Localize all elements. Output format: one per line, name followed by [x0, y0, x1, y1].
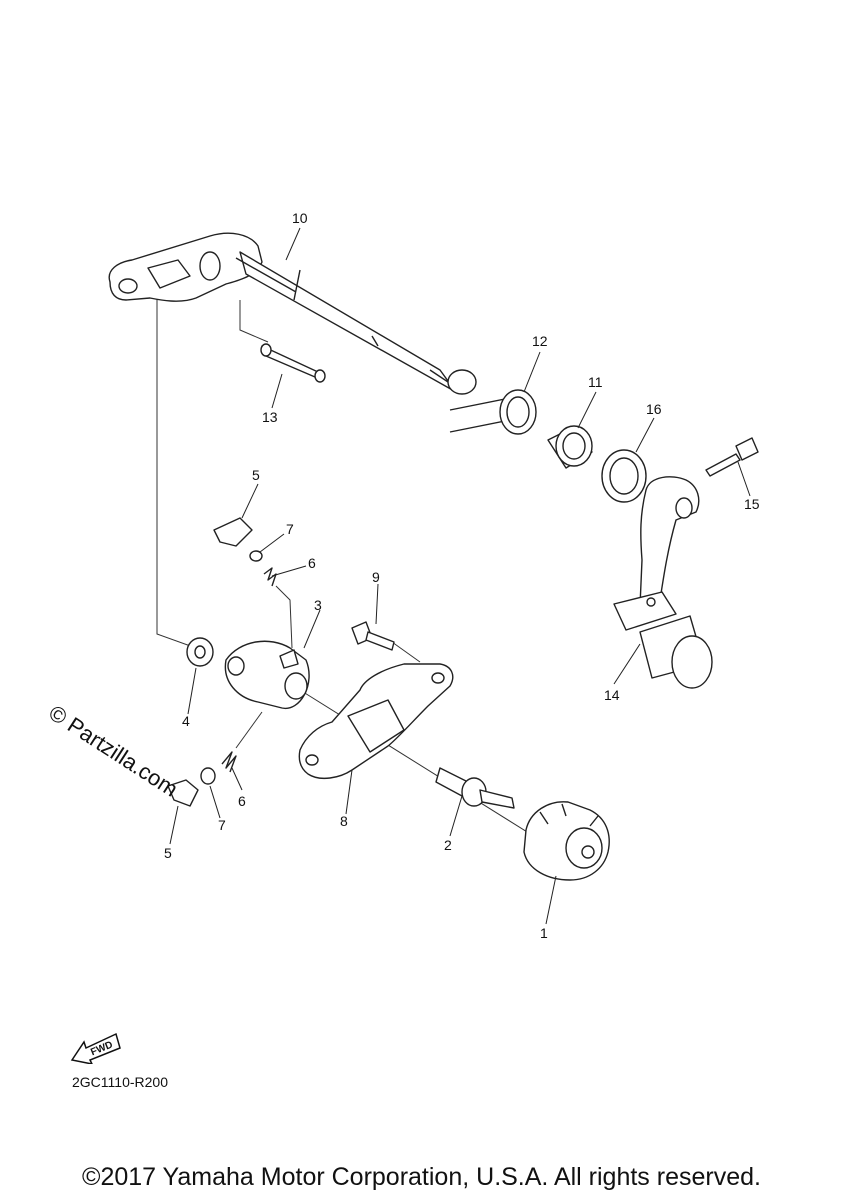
copyright-notice: ©2017 Yamaha Motor Corporation, U.S.A. A…: [82, 1163, 761, 1191]
part-4-washer: [186, 637, 214, 667]
callout-4: 4: [182, 713, 190, 729]
part-10-shift-shaft: [108, 232, 477, 395]
callout-16: 16: [646, 401, 662, 417]
part-6-upper-spring: [263, 567, 277, 587]
part-16-oil-seal: [601, 449, 647, 503]
callout-8: 8: [340, 813, 348, 829]
callout-5-upper: 5: [252, 467, 260, 483]
callout-14: 14: [604, 687, 620, 703]
callout-7-upper: 7: [286, 521, 294, 537]
part-13-dowel-pin: [260, 343, 326, 383]
callout-13: 13: [262, 409, 278, 425]
part-12-torsion-spring: [449, 389, 537, 435]
leader-lines: [169, 227, 751, 925]
callout-11: 11: [588, 374, 603, 390]
guide-line-9-to-8: [391, 641, 421, 663]
guide-line-3-to-6b: [235, 711, 263, 749]
part-7-lower-pin: [200, 767, 216, 785]
part-11-collar: [547, 425, 593, 469]
part-9-bolt: [351, 621, 395, 651]
callout-6-lower: 6: [238, 793, 246, 809]
callout-6-upper: 6: [308, 555, 316, 571]
callout-9: 9: [372, 569, 380, 585]
part-5-lower-stopper: [167, 779, 199, 807]
callout-1: 1: [540, 925, 548, 941]
part-14-shift-pedal: [613, 476, 713, 689]
callout-15: 15: [744, 496, 760, 512]
part-7-upper-ball: [249, 550, 263, 562]
fwd-arrow-icon: FWD: [70, 1032, 121, 1064]
callout-5-lower: 5: [164, 845, 172, 861]
part-1-shift-drum-segment: [523, 801, 610, 881]
callout-12: 12: [532, 333, 548, 349]
callout-7-lower: 7: [218, 817, 226, 833]
callout-3: 3: [314, 597, 322, 613]
guide-line-10-to-13: [239, 300, 269, 343]
part-8-shift-guide-plate: [298, 663, 454, 780]
guide-line-10-to-4: [156, 298, 197, 649]
part-6-lower-spring: [221, 751, 237, 773]
part-5-upper-stopper: [213, 517, 253, 547]
part-3-shift-segment: [224, 640, 310, 709]
guide-line-6-to-3: [275, 585, 293, 649]
part-2-stepped-bolt: [435, 767, 515, 809]
part-15-bolt: [705, 437, 759, 477]
callout-2: 2: [444, 837, 452, 853]
callout-10: 10: [292, 210, 308, 226]
diagram-reference-code: 2GC1110-R200: [72, 1074, 168, 1090]
